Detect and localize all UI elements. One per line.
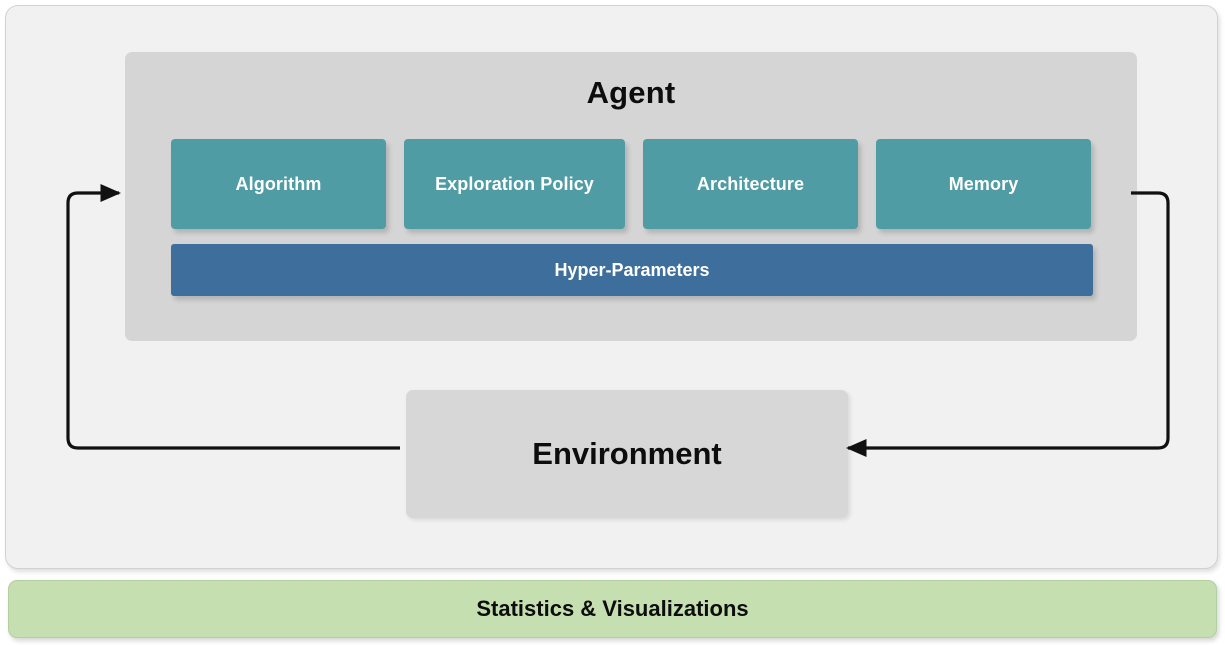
statistics-visualizations-label: Statistics & Visualizations xyxy=(476,596,749,621)
agent-component-architecture[interactable]: Architecture xyxy=(643,139,858,229)
agent-title: Agent xyxy=(586,75,676,110)
hyper-parameters-label: Hyper-Parameters xyxy=(554,259,710,280)
environment-label: Environment xyxy=(532,436,722,471)
environment-container[interactable]: Environment xyxy=(406,390,848,518)
agent-component-label: Architecture xyxy=(696,173,805,194)
agent-container[interactable]: Agent Algorithm Exploration Policy Archi… xyxy=(125,52,1137,341)
agent-component-label: Exploration Policy xyxy=(435,173,594,194)
agent-component-algorithm[interactable]: Algorithm xyxy=(171,139,386,229)
agent-component-exploration-policy[interactable]: Exploration Policy xyxy=(404,139,625,229)
agent-component-row: Algorithm Exploration Policy Architectur… xyxy=(171,139,1093,229)
agent-environment-panel: Agent Algorithm Exploration Policy Archi… xyxy=(5,5,1218,569)
statistics-visualizations-bar[interactable]: Statistics & Visualizations xyxy=(8,580,1217,638)
hyper-parameters-bar[interactable]: Hyper-Parameters xyxy=(171,244,1093,296)
agent-component-memory[interactable]: Memory xyxy=(876,139,1091,229)
agent-component-label: Algorithm xyxy=(235,173,322,194)
agent-component-label: Memory xyxy=(948,173,1019,194)
